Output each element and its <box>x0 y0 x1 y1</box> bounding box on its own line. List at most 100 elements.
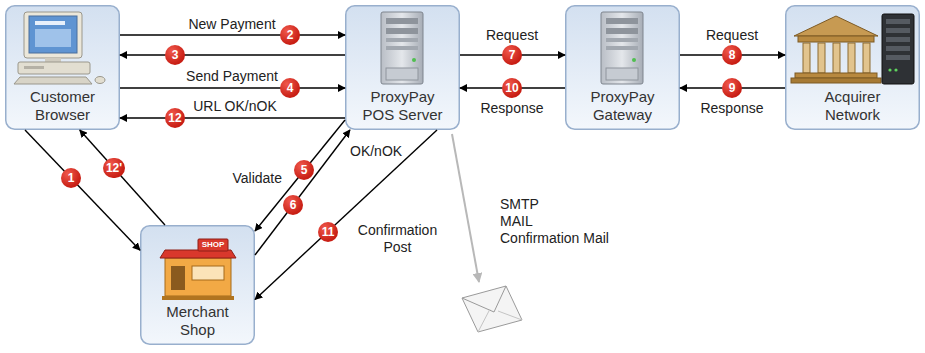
edge-label: Response <box>700 100 763 117</box>
computer-icon-part <box>14 77 92 84</box>
server-icon-part <box>606 38 638 42</box>
computer-icon-part <box>45 58 61 62</box>
shop-icon-part <box>192 266 224 280</box>
node-label: Customer Browser <box>13 88 113 124</box>
callout-number: 4 <box>280 78 300 98</box>
bank-icon-part <box>791 78 881 83</box>
sign-text: SHOP <box>202 240 225 250</box>
server-icon <box>381 12 423 84</box>
node-label: ProxyPay POS Server <box>353 88 453 124</box>
rack-icon-part <box>886 55 910 60</box>
callout-number: 1 <box>61 168 81 188</box>
rack-icon-part <box>882 14 914 84</box>
rack-icon-part <box>888 68 891 71</box>
bank-icon-part <box>818 43 825 73</box>
callout-number: 6 <box>283 195 303 215</box>
computer-icon-part <box>24 12 82 58</box>
callout-number: 9 <box>722 78 742 98</box>
server-icon-part <box>606 68 638 80</box>
rack-icon-part <box>894 68 897 71</box>
bank-icon <box>791 16 881 83</box>
envelope-icon-part <box>498 311 522 320</box>
edge-label: Request <box>706 27 758 44</box>
bank-icon-part <box>848 43 855 73</box>
shop-icon-part <box>198 239 228 251</box>
edge-label: Validate <box>232 170 282 187</box>
rack-icon-part <box>886 46 910 51</box>
envelope-icon <box>462 286 522 332</box>
callout-number: 7 <box>502 45 522 65</box>
acquirer-box: Acquirer Network <box>785 5 920 130</box>
mail-note: MAIL <box>500 213 533 230</box>
bank-icon-part <box>798 36 874 42</box>
edge-label: Response <box>480 100 543 117</box>
server-icon-part <box>386 46 418 50</box>
flow-arrow <box>255 130 350 255</box>
rack-icon-part <box>886 37 910 42</box>
edge-label: URL OK/nOK <box>193 98 277 115</box>
callout-number: 12 <box>165 108 185 128</box>
computer-icon-part <box>18 62 90 74</box>
gateway-box: ProxyPay Gateway <box>565 5 680 130</box>
callout-number: 12' <box>103 158 125 178</box>
mail-note: Confirmation Mail <box>500 230 609 247</box>
server-icon-part <box>412 58 416 62</box>
edge-label: Request <box>486 27 538 44</box>
bank-icon-part <box>795 73 877 78</box>
server-icon-part <box>381 12 423 84</box>
callout-number: 8 <box>722 45 742 65</box>
server-box: ProxyPay POS Server <box>345 5 460 130</box>
flow-arrow <box>120 117 345 118</box>
shop-box: Merchant Shop <box>140 225 255 345</box>
rack-icon-part <box>886 19 910 24</box>
server-icon-part <box>386 28 418 34</box>
server-icon-part <box>632 58 636 62</box>
connectors <box>25 35 785 299</box>
envelope-icon-part <box>462 286 506 312</box>
flow-arrow <box>255 130 437 299</box>
mail-note: SMTP <box>500 196 539 213</box>
bank-icon-part <box>833 43 840 73</box>
bank-icon-part <box>863 43 870 73</box>
envelope-icon-part <box>478 309 490 332</box>
mail-arrow <box>452 134 479 282</box>
box-backgrounds <box>6 6 920 345</box>
computer-icon-part <box>35 29 71 47</box>
edge-label: OK/nOK <box>350 143 402 160</box>
rack-icon-part <box>886 28 910 33</box>
shop-icon-part <box>165 258 231 296</box>
computer-icon-part <box>35 21 65 25</box>
callout-number: 2 <box>280 25 300 45</box>
node-label: Acquirer Network <box>803 88 903 124</box>
flow-arrow <box>25 130 140 250</box>
server-icon-part <box>606 46 638 50</box>
computer-icon-part <box>24 66 44 69</box>
node-label: ProxyPay Gateway <box>573 88 673 124</box>
illustrations <box>14 12 914 332</box>
box-outline <box>6 6 120 130</box>
flow-arrow <box>80 130 165 225</box>
bank-icon-part <box>794 16 878 36</box>
flow-arrow <box>120 87 345 88</box>
callout-number: 10 <box>502 78 522 98</box>
server-icon-part <box>386 38 418 42</box>
callout-number: 5 <box>294 160 314 180</box>
computer-icon-part <box>95 77 105 84</box>
server-icon-part <box>606 28 638 34</box>
server-icon <box>601 12 643 84</box>
server-icon-part <box>606 18 638 24</box>
computer-icon <box>14 12 105 84</box>
rack-icon <box>882 14 914 84</box>
server-icon-part <box>386 18 418 24</box>
shop-icon <box>160 239 236 300</box>
edge-label: Confirmation Post <box>350 222 445 256</box>
flow-arrow <box>120 34 345 35</box>
server-icon-part <box>386 68 418 80</box>
computer-icon-part <box>29 16 77 53</box>
mail-arrow-part <box>452 134 479 282</box>
callout-number: 11 <box>318 222 338 242</box>
box-outline <box>566 6 680 130</box>
box-outline <box>141 226 255 345</box>
